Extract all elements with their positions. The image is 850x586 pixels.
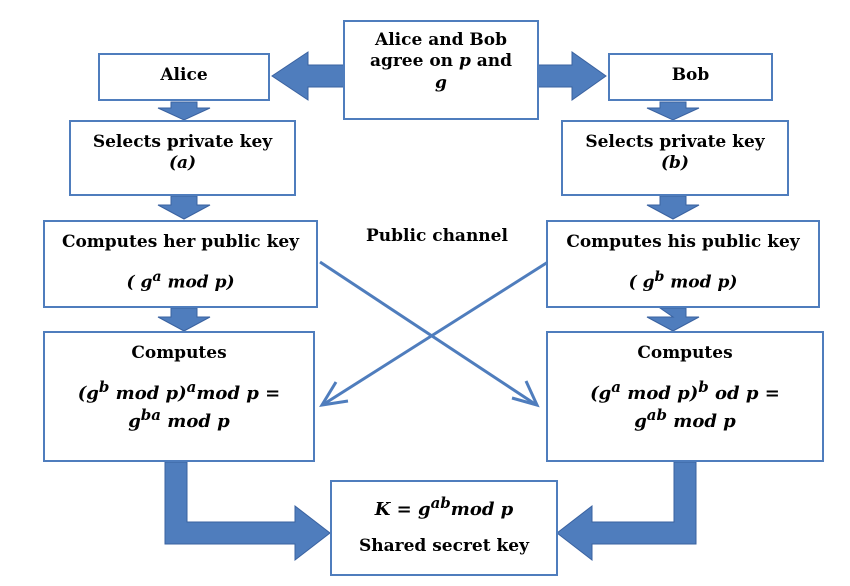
bob-compute-formula-2: gab mod p — [634, 405, 736, 432]
bob-private-var: (b) — [661, 153, 689, 174]
arrow-alice-to-shared — [164, 461, 331, 562]
arrow-bob-public-to-compute — [646, 307, 700, 332]
alice-private-var: (a) — [168, 153, 197, 174]
alice-compute-formula-2: gba mod p — [128, 405, 230, 432]
arrow-agree-to-alice — [271, 51, 345, 101]
arrow-alice-to-private — [157, 101, 211, 121]
alice-public-key-box: Computes her public key ( ga mod p) — [43, 220, 318, 308]
cross-line-alice-to-bob — [319, 260, 536, 406]
agree-line-2: agree on p and — [369, 51, 513, 72]
alice-private-key-box: Selects private key (a) — [69, 120, 296, 196]
alice-public-formula: ( ga mod p) — [126, 269, 235, 293]
bob-private-title: Selects private key — [585, 132, 765, 152]
shared-key-formula: K = gabmod p — [374, 494, 514, 520]
bob-public-key-box: Computes his public key ( gb mod p) — [546, 220, 820, 308]
bob-public-formula: ( gb mod p) — [628, 269, 738, 293]
alice-public-title: Computes her public key — [61, 232, 300, 252]
cross-arrowhead-alice — [319, 381, 349, 407]
bob-private-key-box: Selects private key (b) — [561, 120, 789, 196]
arrow-bob-to-shared — [556, 461, 697, 562]
flow-arrows — [157, 51, 700, 562]
alice-box: Alice — [98, 53, 270, 101]
alice-compute-formula-1: (gb mod p)amod p = — [77, 378, 281, 405]
agree-line-1: Alice and Bob — [375, 30, 507, 50]
alice-compute-title: Computes — [131, 343, 227, 363]
bob-label: Bob — [671, 65, 710, 85]
shared-key-label: Shared secret key — [359, 535, 529, 556]
bob-compute-formula-1: (ga mod p)b od p = — [590, 378, 780, 405]
alice-compute-box: Computes (gb mod p)amod p = gba mod p — [43, 331, 315, 462]
cross-arrowhead-bob — [511, 380, 540, 408]
bob-box: Bob — [608, 53, 773, 101]
var-g: g — [435, 72, 447, 93]
cross-line-bob-to-alice — [323, 260, 549, 406]
bob-compute-title: Computes — [637, 343, 733, 363]
alice-private-title: Selects private key — [92, 132, 273, 152]
bob-public-title: Computes his public key — [566, 232, 800, 252]
agree-box: Alice and Bob agree on p and g — [343, 20, 539, 120]
alice-label: Alice — [160, 65, 208, 85]
arrow-agree-to-bob — [537, 51, 607, 101]
arrow-bob-private-to-public — [646, 195, 700, 220]
arrow-bob-to-private — [646, 101, 700, 121]
public-channel-label: Public channel — [366, 226, 508, 246]
var-p: p — [458, 51, 471, 72]
public-channel-cross — [319, 260, 549, 408]
arrow-alice-private-to-public — [157, 195, 211, 220]
shared-secret-box: K = gabmod p Shared secret key — [330, 480, 558, 576]
arrow-alice-public-to-compute — [157, 307, 211, 332]
bob-compute-box: Computes (ga mod p)b od p = gab mod p — [546, 331, 824, 462]
